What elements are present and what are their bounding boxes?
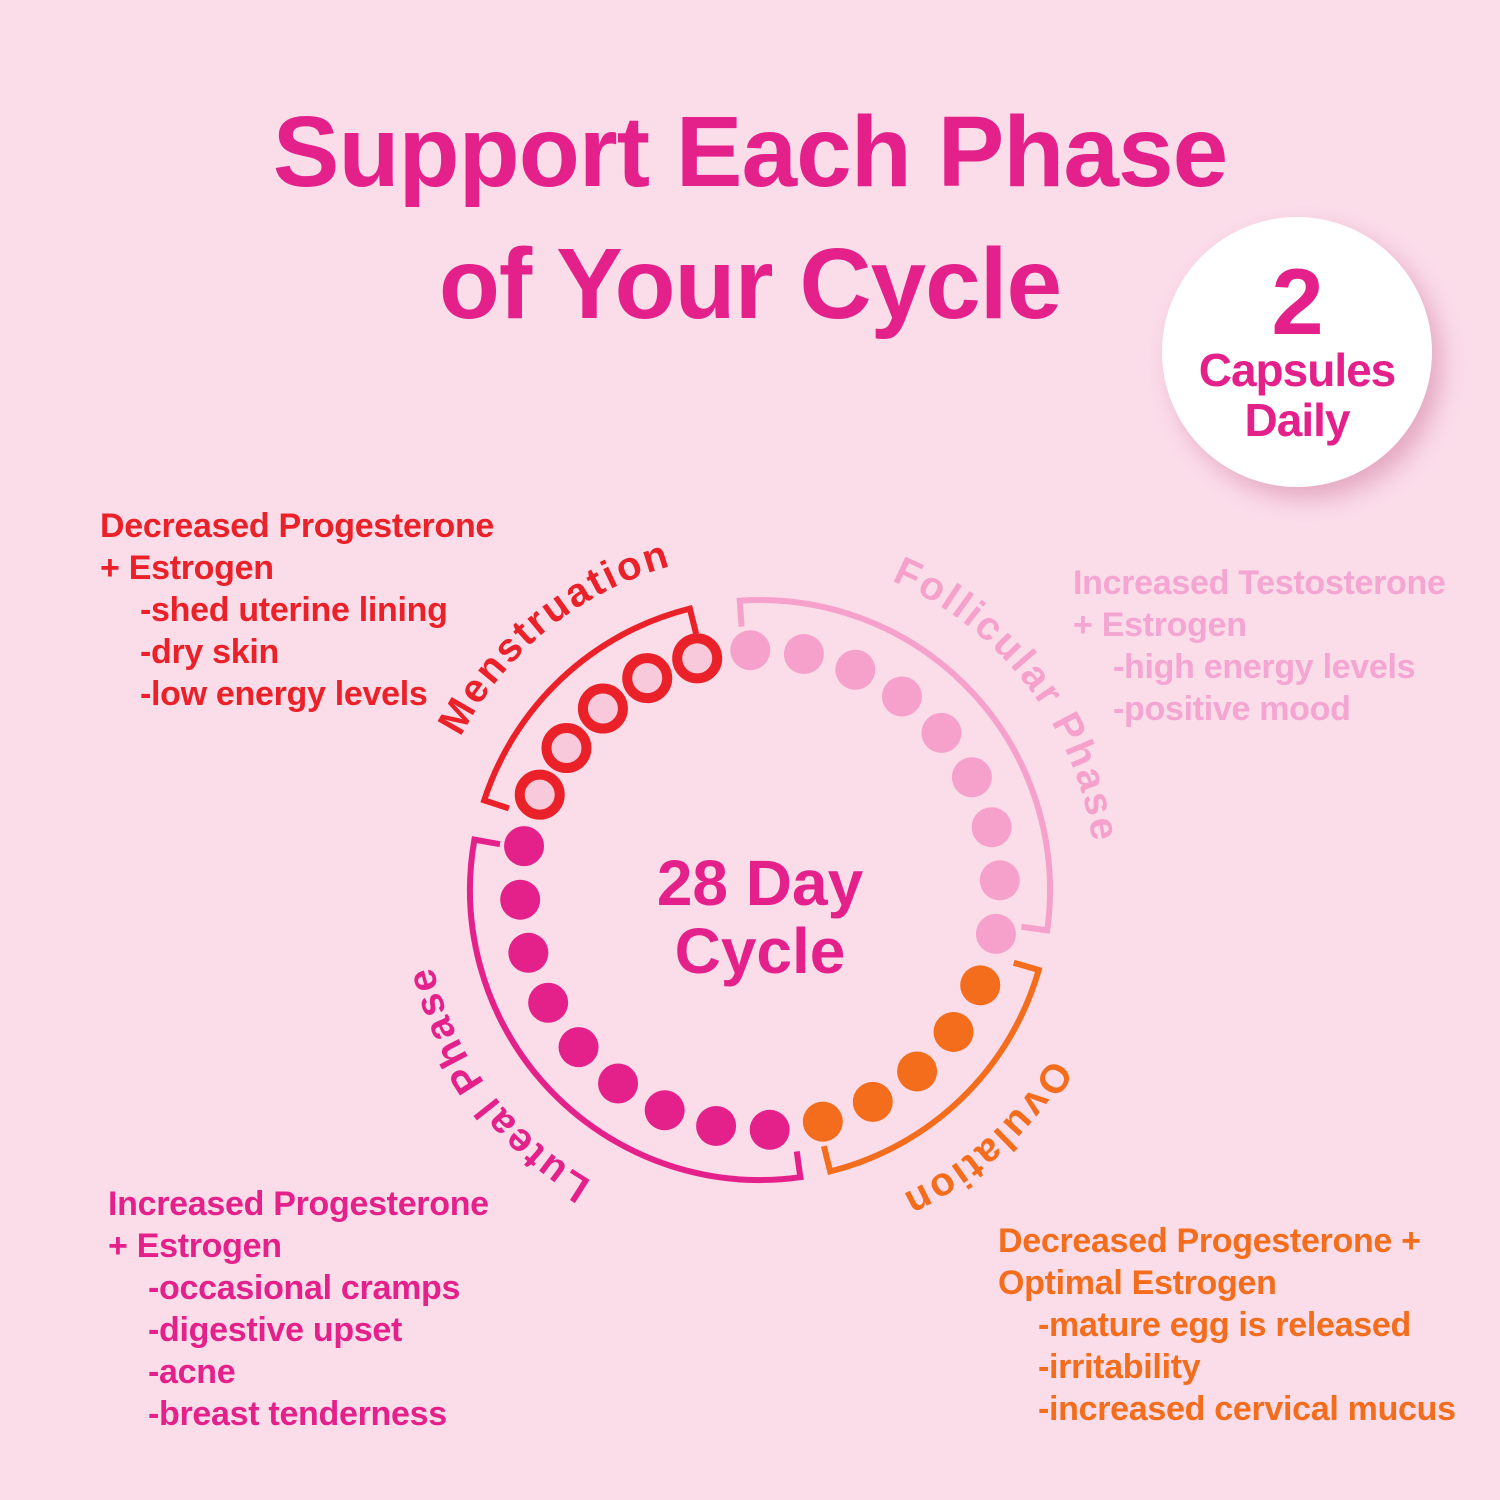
annotation-line: -mature egg is released <box>1038 1306 1411 1344</box>
phase-arc-menstruation <box>480 604 700 812</box>
annotation-line: -digestive upset <box>148 1311 403 1349</box>
cycle-day-dot-luteal-phase <box>528 982 569 1023</box>
cycle-center-line-1: 28 Day <box>656 847 864 919</box>
annotation-line: Increased Testosterone <box>1073 564 1446 602</box>
cycle-day-dot-follicular-phase <box>975 913 1016 954</box>
cycle-day-dot-menstruation <box>672 633 723 684</box>
annotation-line: -occasional cramps <box>148 1269 461 1307</box>
cycle-day-dot-menstruation <box>541 723 592 774</box>
cycle-day-dot-follicular-phase <box>783 634 824 675</box>
annotation-line: -low energy levels <box>140 675 428 713</box>
cycle-day-dot-luteal-phase <box>508 932 549 973</box>
annotation-line: + Estrogen <box>100 549 274 587</box>
cycle-day-dot-ovulation <box>852 1081 893 1122</box>
annotation-line: -irritability <box>1038 1348 1201 1386</box>
luteal-annotation: Increased Progesterone + Estrogen -occasio… <box>108 1183 489 1435</box>
cycle-day-dot-follicular-phase <box>881 676 922 717</box>
annotation-line: Decreased Progesterone + <box>998 1222 1421 1260</box>
cycle-day-dot-follicular-phase <box>979 860 1020 901</box>
page-title-line-1: Support Each Phase <box>272 96 1228 208</box>
annotation-line: + Estrogen <box>108 1227 282 1265</box>
cycle-center-line-2: Cycle <box>674 915 846 987</box>
annotation-line: Increased Progesterone <box>108 1185 489 1223</box>
cycle-day-dot-menstruation <box>577 683 628 734</box>
phase-arc-follicular-phase <box>736 597 1053 934</box>
cycle-day-dot-luteal-phase <box>558 1027 599 1068</box>
phase-arc-ovulation <box>820 959 1043 1176</box>
cycle-day-dot-ovulation <box>960 965 1001 1006</box>
cycle-center-label: 28 Day Cycle <box>560 849 960 985</box>
annotation-line: Decreased Progesterone <box>100 507 495 545</box>
phase-arc-luteal-phase <box>467 836 804 1183</box>
annotation-line: -increased cervical mucus <box>1038 1390 1456 1428</box>
cycle-day-dot-luteal-phase <box>598 1063 639 1104</box>
cycle-day-dot-menstruation <box>514 769 565 820</box>
badge-capsules-label: Capsules <box>1198 344 1397 396</box>
badge-daily-label: Daily <box>1244 394 1351 446</box>
cycle-day-dot-ovulation <box>802 1101 843 1142</box>
annotation-line: Optimal Estrogen <box>998 1264 1277 1302</box>
cycle-day-dot-luteal-phase <box>696 1105 737 1146</box>
annotation-line: -breast tenderness <box>148 1395 447 1433</box>
annotation-line: -high energy levels <box>1113 648 1416 686</box>
menstruation-annotation: Decreased Progesterone + Estrogen -shed ut… <box>100 505 494 715</box>
page-title-line-2: of Your Cycle <box>438 228 1062 340</box>
follicular-annotation: Increased Testosterone + Estrogen -high en… <box>1073 562 1446 730</box>
annotation-line: -shed uterine lining <box>140 591 448 629</box>
cycle-day-dot-luteal-phase <box>749 1109 790 1150</box>
cycle-day-dot-menstruation <box>622 653 673 704</box>
cycle-day-dot-follicular-phase <box>971 807 1012 848</box>
annotation-line: + Estrogen <box>1073 606 1247 644</box>
cycle-day-dot-luteal-phase <box>504 826 545 867</box>
capsules-daily-badge: 2 Capsules Daily <box>1162 217 1432 487</box>
cycle-day-dot-luteal-phase <box>644 1090 685 1131</box>
ovulation-annotation: Decreased Progesterone + Optimal Estrogen… <box>998 1220 1456 1430</box>
cycle-day-dot-ovulation <box>897 1051 938 1092</box>
annotation-line: -positive mood <box>1113 690 1351 728</box>
page-title: Support Each Phase of Your Cycle <box>0 86 1500 350</box>
annotation-line: -acne <box>148 1353 236 1391</box>
cycle-day-dot-follicular-phase <box>951 757 992 798</box>
badge-number: 2 <box>1271 249 1323 354</box>
cycle-day-dot-follicular-phase <box>835 649 876 690</box>
annotation-line: -dry skin <box>140 633 280 671</box>
cycle-day-dot-follicular-phase <box>730 630 771 671</box>
cycle-day-dot-follicular-phase <box>921 712 962 753</box>
cycle-day-dot-ovulation <box>933 1011 974 1052</box>
cycle-day-dot-luteal-phase <box>500 879 541 920</box>
